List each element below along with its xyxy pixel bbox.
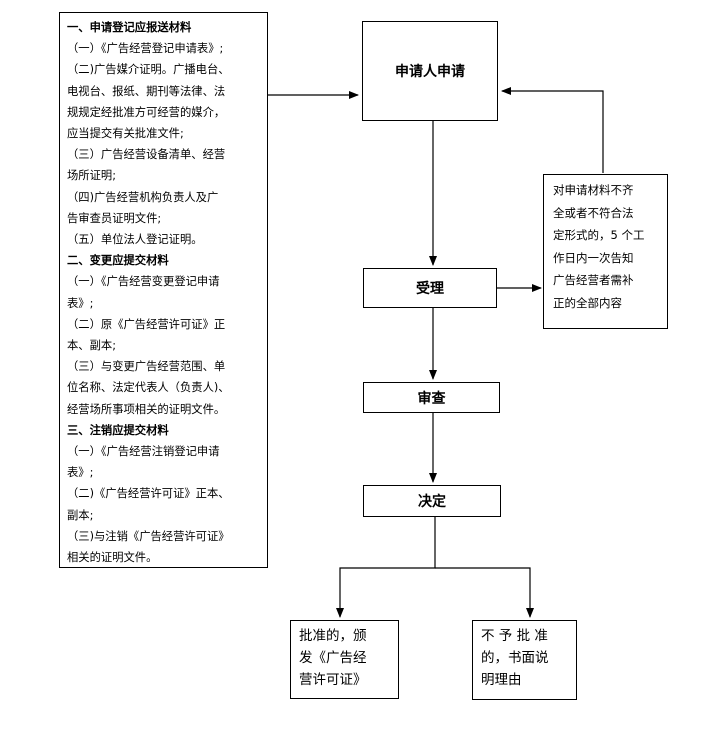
step-review: 审查	[363, 382, 500, 413]
step-decide-label: 决定	[418, 494, 446, 510]
result-reject-line: 的，书面说	[481, 650, 549, 666]
materials-item-line: （二)广告媒介证明。广播电台、	[67, 63, 230, 77]
step-apply-label: 申请人申请	[395, 64, 465, 80]
note-line: 全或者不符合法	[553, 205, 634, 220]
materials-item-line: 经营场所事项相关的证明文件。	[67, 402, 226, 416]
note-line: 广告经营者需补	[553, 273, 634, 288]
materials-section-heading: 二、变更应提交材料	[67, 254, 169, 268]
supplement-notice-box: 对申请材料不齐 全或者不符合法 定形式的，5 个工 作日内一次告知 广告经营者需…	[543, 174, 668, 329]
materials-item-line: 规规定经批准方可经营的媒介，	[67, 105, 226, 119]
note-line: 作日内一次告知	[553, 250, 634, 265]
note-line: 正的全部内容	[553, 295, 622, 310]
materials-item-line: 场所证明;	[67, 169, 116, 183]
result-approve-line: 发《广告经	[299, 650, 367, 666]
materials-item-line: （一）《广告经营登记申请表》;	[67, 42, 224, 56]
materials-item-line: 副本;	[67, 508, 94, 522]
materials-item-line: 本、副本;	[67, 339, 116, 353]
step-apply: 申请人申请	[362, 21, 498, 121]
result-approve-line: 批准的，颁	[299, 628, 367, 644]
required-materials-box: 一、申请登记应报送材料 （一）《广告经营登记申请表》; （二)广告媒介证明。广播电台…	[59, 12, 268, 568]
result-approve-line: 营许可证》	[299, 672, 367, 688]
materials-item-line: 表》;	[67, 296, 94, 310]
materials-item-line: （一）《广告经营注销登记申请	[67, 445, 220, 459]
result-reject-box: 不 予 批 准 的，书面说 明理由	[472, 620, 577, 700]
decision-branch	[336, 517, 436, 618]
materials-item-line: （三）广告经营设备清单、经营	[67, 148, 226, 162]
materials-item-line: （四)广告经营机构负责人及广	[67, 190, 219, 204]
step-decide: 决定	[363, 485, 501, 517]
result-approve-box: 批准的，颁 发《广告经 营许可证》	[290, 620, 399, 699]
materials-section-heading: 一、申请登记应报送材料	[67, 21, 192, 34]
result-reject-line: 明理由	[481, 672, 522, 688]
step-accept-label: 受理	[416, 281, 444, 297]
materials-item-line: 相关的证明文件。	[67, 551, 158, 565]
step-review-label: 审查	[417, 390, 446, 407]
result-reject-line: 不 予 批 准	[481, 628, 548, 644]
materials-item-line: （三)与注销《广告经营许可证》	[67, 529, 230, 543]
materials-item-line: （五）单位法人登记证明。	[67, 233, 203, 247]
materials-item-line: 位名称、法定代表人（负责人)、	[67, 381, 230, 395]
materials-item-line: （二)《广告经营许可证》正本、	[67, 487, 230, 501]
materials-item-line: （三）与变更广告经营范围、单	[67, 360, 226, 374]
materials-item-line: （二）原《广告经营许可证》正	[67, 317, 226, 331]
materials-item-line: 告审查员证明文件;	[67, 211, 162, 225]
note-line: 定形式的，5 个工	[553, 228, 645, 243]
decision-branch-right	[435, 567, 534, 618]
step-accept: 受理	[363, 268, 497, 308]
materials-item-line: 表》;	[67, 466, 94, 480]
materials-item-line: 应当提交有关批准文件;	[67, 127, 184, 141]
materials-item-line: （一）《广告经营变更登记申请	[67, 275, 220, 289]
materials-item-line: 电视台、报纸、期刊等法律、法	[67, 84, 226, 98]
arrow-note-to-apply	[501, 87, 604, 173]
materials-section-heading: 三、注销应提交材料	[67, 423, 169, 437]
note-line: 对申请材料不齐	[553, 183, 634, 197]
